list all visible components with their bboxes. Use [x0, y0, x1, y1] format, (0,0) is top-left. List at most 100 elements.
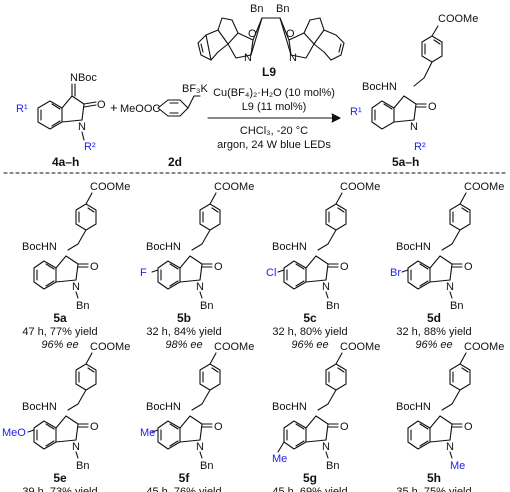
carbonyl-o: O — [340, 421, 349, 433]
product-n: N — [410, 121, 418, 133]
imine-n: N — [78, 121, 86, 133]
separator: , — [294, 486, 300, 492]
separator: , — [418, 326, 424, 338]
reaction-conditions: Cu(BF₄)₂·H₂O (10 mol%) L9 (11 mol%) CHCl… — [207, 87, 341, 151]
ring-substituent-bond — [151, 269, 159, 273]
compound-label: 5h — [427, 471, 441, 485]
lactam-n: N — [322, 281, 330, 293]
conditions-line-1: Cu(BF₄)₂·H₂O (10 mol%) — [213, 87, 335, 99]
n-substituent: Bn — [326, 460, 339, 472]
reaction-time: 45 h — [272, 486, 293, 492]
ring-substituent: Me — [272, 453, 287, 465]
ee-value: 98% ee — [165, 339, 202, 351]
compound-label: 5e — [53, 471, 67, 485]
ring-substituent: Cl — [266, 267, 276, 279]
product-r1: R¹ — [350, 106, 362, 118]
compound-label: 5b — [177, 311, 191, 325]
indoline-benzene — [157, 260, 181, 290]
oxindole-ring — [429, 415, 463, 443]
carbonyl-o: O — [464, 421, 473, 433]
oxindole-ring — [55, 255, 89, 283]
separator: , — [418, 486, 424, 492]
n-substituent-bond — [199, 451, 203, 459]
benzyl-bond — [441, 389, 461, 411]
indoline-benzene — [407, 420, 431, 450]
bochn-label: BocHN — [146, 401, 181, 413]
borate-label: 2d — [168, 155, 182, 169]
indoline-benzene — [407, 260, 431, 290]
yield-value: 69% yield — [300, 486, 348, 492]
ligand-bn-right: Bn — [276, 3, 289, 15]
ring-substituent: Me — [140, 427, 155, 439]
carbonyl-o: O — [214, 261, 223, 273]
ligand-bn-left: Bn — [250, 3, 263, 15]
yield-value: 75% yield — [424, 486, 472, 492]
time-yield: 45 h, 69% yield — [272, 486, 347, 492]
time-yield: 47 h, 77% yield — [22, 326, 97, 338]
imine-o: O — [97, 99, 106, 111]
compound-label: 5a — [53, 311, 67, 325]
n-substituent: Bn — [76, 460, 89, 472]
n-substituent: Bn — [76, 300, 89, 312]
compound-label: 5d — [427, 311, 441, 325]
product-ester-label: COOMe — [464, 341, 504, 353]
oxindole-ring — [305, 415, 339, 443]
n-substituent-bond — [325, 291, 329, 299]
product-ester-label: COOMe — [214, 341, 254, 353]
reaction-time: 32 h — [272, 326, 293, 338]
reaction-time: 39 h — [22, 486, 43, 492]
lactam-n: N — [322, 441, 330, 453]
aryl-ring — [199, 352, 221, 391]
product-ester-label: COOMe — [340, 341, 380, 353]
carbonyl-o: O — [90, 261, 99, 273]
product-bochn: BocHN — [362, 81, 397, 93]
reactant-borate: MeOOC BF₃K 2d — [120, 83, 209, 169]
product-ester-label: COOMe — [464, 181, 504, 193]
benzyl-bond — [67, 389, 87, 411]
indoline-benzene — [33, 260, 57, 290]
lactam-n: N — [72, 281, 80, 293]
bochn-label: BocHN — [22, 241, 57, 253]
lactam-n: N — [446, 281, 454, 293]
indoline-benzene — [283, 260, 307, 290]
lactam-n: N — [196, 281, 204, 293]
aryl-ring — [325, 352, 347, 391]
ring-substituent-bond — [277, 441, 285, 453]
separator: , — [294, 326, 300, 338]
benzyl-bond — [191, 229, 211, 251]
n-substituent: Bn — [200, 460, 213, 472]
ring-substituent: MeO — [2, 427, 26, 439]
ee-value: 96% ee — [41, 339, 78, 351]
ee-value: 96% ee — [415, 339, 452, 351]
svg-text:O: O — [286, 28, 295, 40]
plus-sign: + — [110, 100, 118, 115]
carbonyl-o: O — [214, 421, 223, 433]
carbonyl-o: O — [90, 421, 99, 433]
yield-value: 76% yield — [174, 486, 222, 492]
arrow-head — [331, 113, 341, 123]
imine-r2: R² — [84, 141, 96, 153]
yield-value: 77% yield — [50, 326, 98, 338]
bochn-label: BocHN — [396, 401, 431, 413]
ligand-l9: O N O N Bn Bn L9 — [197, 3, 345, 79]
n-substituent-bond — [325, 451, 329, 459]
time-yield: 32 h, 88% yield — [396, 326, 471, 338]
ring-substituent: Br — [390, 267, 401, 279]
conditions-line-2: L9 (11 mol%) — [242, 101, 307, 113]
separator: , — [168, 486, 174, 492]
n-substituent-bond — [449, 451, 453, 459]
n-substituent: Bn — [326, 300, 339, 312]
product-o: O — [428, 101, 437, 113]
compound-label: 5c — [303, 311, 317, 325]
borate-suffix: BF₃K — [182, 83, 209, 95]
imine-r1: R¹ — [16, 103, 28, 115]
n-substituent: Bn — [450, 300, 463, 312]
product-general: COOMe BocHN O N R² R¹ 5a–h — [350, 13, 478, 169]
